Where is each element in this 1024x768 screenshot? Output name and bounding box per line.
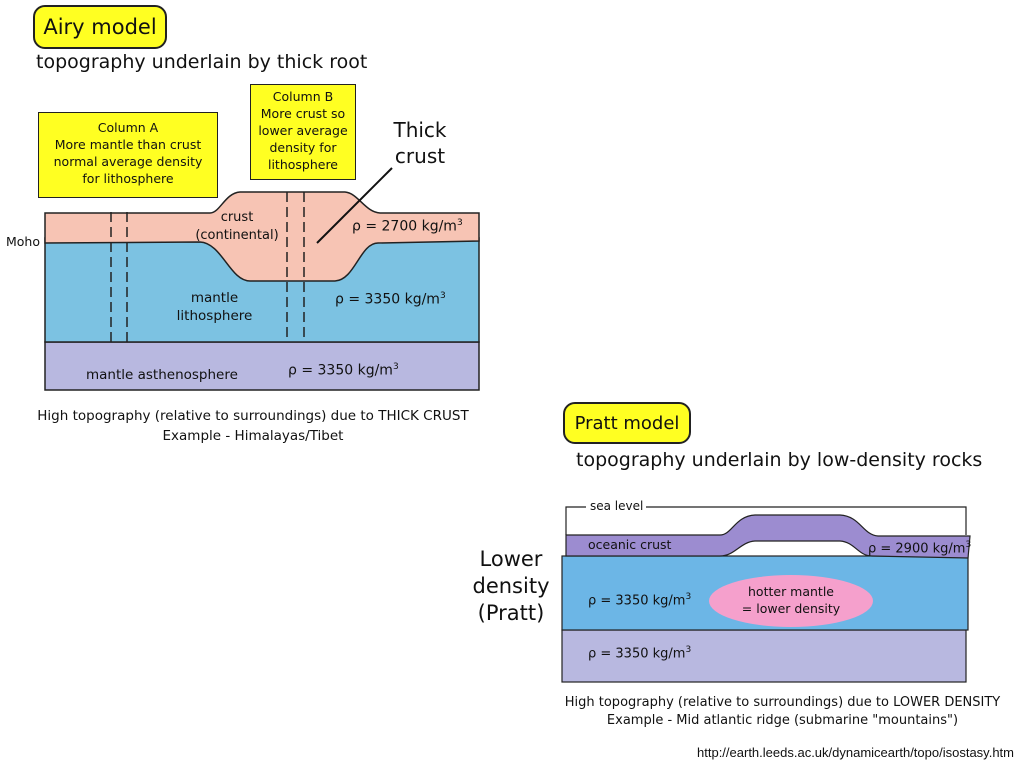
source-url: http://earth.leeds.ac.uk/dynamicearth/to…: [697, 745, 1014, 760]
rho-oceanic-crust-text: ρ = 2900 kg/m: [868, 541, 966, 557]
mantle-lithosphere-label-line: mantle: [190, 290, 239, 306]
column-b-heading: Column B: [272, 89, 334, 104]
pratt-lower-mantle-layer: [561, 629, 967, 683]
airy-crust-layer: [44, 191, 480, 282]
exponent: 3: [685, 645, 692, 655]
lower-density-label: Lower density (Pratt): [466, 546, 556, 627]
rho-asthenosphere-airy: ρ = 3350 kg/m3: [288, 362, 399, 379]
column-a-heading: Column A: [97, 120, 159, 135]
exponent: 3: [685, 592, 692, 602]
pratt-caption-line: High topography (relative to surrounding…: [564, 695, 1001, 710]
thick-crust-arrow: [316, 167, 393, 244]
hotter-mantle-label: hotter mantle = lower density: [731, 583, 851, 617]
thick-crust-label: Thick crust: [384, 117, 456, 169]
rho-crust-airy-text: ρ = 2700 kg/m: [352, 218, 457, 235]
column-a-note: Column A More mantle than crust normal a…: [38, 112, 218, 198]
airy-caption: High topography (relative to surrounding…: [18, 406, 488, 446]
column-a-line: normal average density: [53, 154, 203, 169]
rho-oceanic-crust: ρ = 2900 kg/m3: [868, 540, 971, 556]
hotter-mantle-label-line: hotter mantle: [748, 584, 834, 599]
pratt-oceanic-crust-layer: [565, 514, 971, 559]
thick-crust-label-line: crust: [394, 144, 446, 168]
rho-lower-mantle-pratt-text: ρ = 3350 kg/m: [588, 646, 686, 662]
column-b-line: More crust so: [260, 106, 346, 121]
thick-crust-label-line: Thick: [393, 118, 447, 142]
hotter-mantle-label-line: = lower density: [741, 601, 841, 616]
rho-upper-mantle-pratt-text: ρ = 3350 kg/m: [588, 593, 686, 609]
mantle-asthenosphere-label: mantle asthenosphere: [86, 367, 238, 383]
sea-level-line: [565, 506, 967, 535]
column-b-line: lithosphere: [267, 157, 339, 172]
mantle-lithosphere-label: mantle lithosphere: [162, 289, 267, 325]
lower-density-label-line: (Pratt): [477, 601, 545, 625]
exponent: 3: [456, 218, 463, 228]
rho-lithosphere-airy: ρ = 3350 kg/m3: [335, 291, 446, 308]
sea-level-label: sea level: [588, 499, 646, 513]
airy-model-subtitle: topography underlain by thick root: [36, 51, 368, 73]
airy-asthenosphere-layer: [44, 341, 480, 391]
column-b-line: density for: [269, 140, 337, 155]
pratt-caption: High topography (relative to surrounding…: [555, 694, 1010, 730]
exponent: 3: [392, 362, 399, 372]
rho-upper-mantle-pratt: ρ = 3350 kg/m3: [588, 592, 691, 608]
pratt-model-title: Pratt model: [563, 402, 691, 444]
hot-mantle-ellipse: [709, 575, 873, 627]
moho-label: Moho: [6, 234, 41, 249]
lower-density-label-line: Lower: [479, 547, 543, 571]
exponent: 3: [965, 540, 972, 550]
column-a-line: More mantle than crust: [54, 137, 202, 152]
column-b-line: lower average: [258, 123, 348, 138]
crust-label: crust (continental): [185, 209, 289, 245]
airy-caption-line: Example - Himalayas/Tibet: [162, 428, 344, 444]
column-b-note: Column B More crust so lower average den…: [250, 84, 356, 180]
crust-label-line: crust: [220, 210, 254, 225]
column-a-line: for lithosphere: [82, 171, 174, 186]
pratt-caption-line: Example - Mid atlantic ridge (submarine …: [606, 713, 959, 728]
rho-asthenosphere-airy-text: ρ = 3350 kg/m: [288, 362, 393, 379]
mantle-lithosphere-label-line: lithosphere: [176, 308, 253, 324]
crust-label-line: (continental): [195, 228, 279, 243]
pratt-model-subtitle: topography underlain by low-density rock…: [576, 449, 983, 471]
rho-crust-airy: ρ = 2700 kg/m3: [352, 218, 463, 235]
exponent: 3: [439, 291, 446, 301]
lower-density-label-line: density: [472, 574, 550, 598]
airy-caption-line: High topography (relative to surrounding…: [37, 408, 469, 424]
rho-lithosphere-airy-text: ρ = 3350 kg/m: [335, 291, 440, 308]
airy-model-title: Airy model: [33, 5, 167, 49]
rho-lower-mantle-pratt: ρ = 3350 kg/m3: [588, 645, 691, 661]
airy-column-lines: [110, 192, 305, 342]
oceanic-crust-label: oceanic crust: [588, 537, 672, 552]
